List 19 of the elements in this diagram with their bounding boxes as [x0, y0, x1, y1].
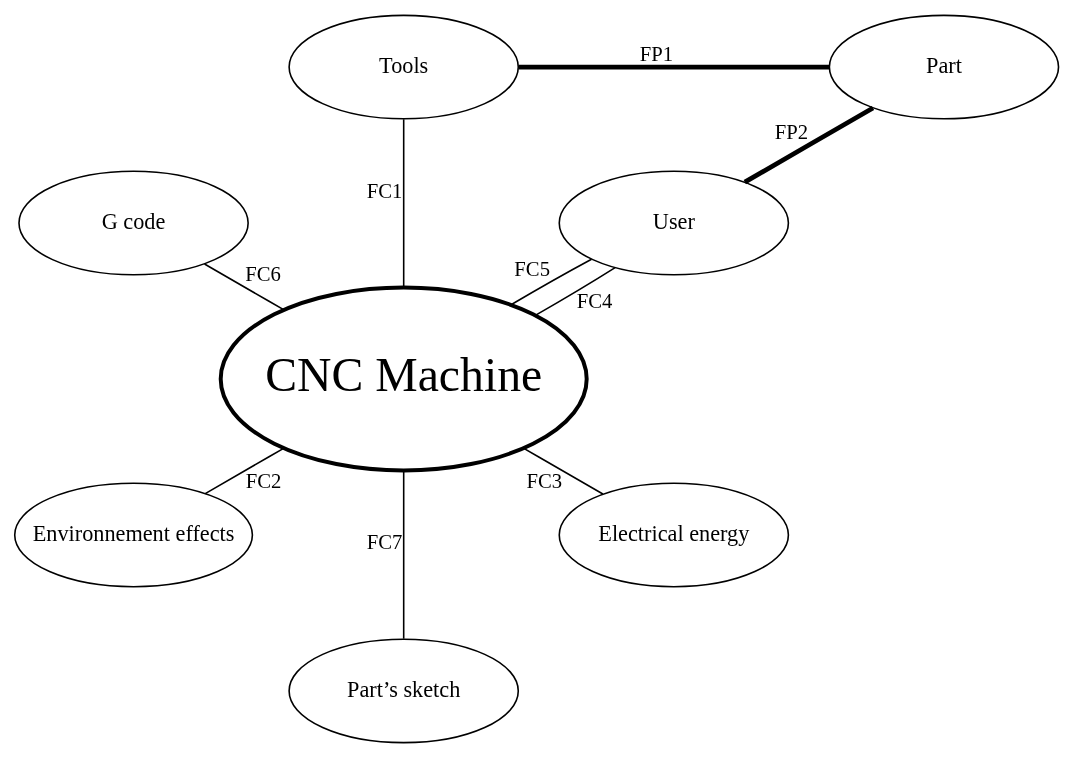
edge-label: FC1 [366, 179, 403, 202]
connector [510, 258, 593, 306]
connector [204, 447, 285, 495]
edge-label: FP1 [639, 43, 674, 66]
connector [534, 266, 616, 316]
connector [743, 106, 875, 185]
node-ellipse: Tools [288, 14, 520, 120]
edge-label: FC5 [514, 258, 550, 281]
edge-label: FP2 [774, 121, 809, 144]
edge-label: FC4 [576, 289, 613, 312]
connector [518, 64, 830, 70]
connector [402, 469, 405, 640]
node-ellipse: User [558, 170, 790, 276]
connector [523, 447, 604, 495]
edge-label: FC7 [366, 530, 403, 553]
connector [203, 263, 285, 311]
node-ellipse: Part’s sketch [288, 638, 520, 744]
connector [402, 118, 405, 289]
node-ellipse: Part [828, 14, 1060, 120]
